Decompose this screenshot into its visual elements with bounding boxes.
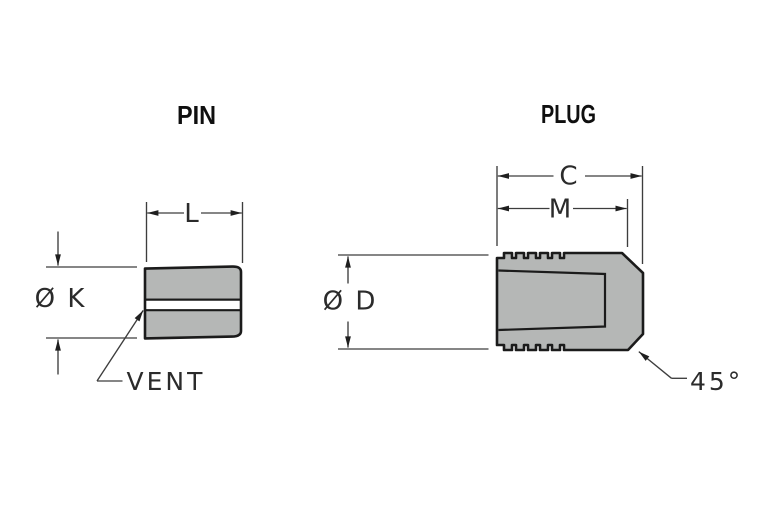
plug-serration-length-label: M <box>549 195 573 225</box>
vent-label: VENT <box>127 367 206 396</box>
plug-overall-length-label: C <box>559 162 579 192</box>
plug-title: PLUG <box>541 99 596 129</box>
pin-vent-slot <box>145 298 242 312</box>
pin-vent-callout: VENT <box>96 310 206 396</box>
leader-line <box>96 310 144 382</box>
leader-line <box>638 351 672 379</box>
plug-serration-length-dimension: M <box>497 195 629 247</box>
pin-length-dimension: L <box>145 199 244 263</box>
chamfer-angle-label: 45° <box>690 367 743 396</box>
pin-diameter-dimension: Ø K <box>35 231 137 375</box>
plug-overall-length-dimension: C <box>496 162 644 264</box>
pin-length-label: L <box>184 199 201 229</box>
plug-bore-cavity <box>498 269 607 332</box>
pin-view: PIN L Ø K <box>35 100 244 396</box>
pin-diameter-label: Ø K <box>35 284 87 314</box>
plug-view: PLUG C M Ø D <box>323 99 743 396</box>
vent-slot-gap <box>146 298 240 311</box>
plug-body <box>495 251 645 352</box>
plug-chamfer-callout: 45° <box>638 351 743 396</box>
plug-diameter-dimension: Ø D <box>323 254 489 350</box>
plug-diameter-label: Ø D <box>323 287 378 317</box>
pin-title: PIN <box>177 100 216 130</box>
